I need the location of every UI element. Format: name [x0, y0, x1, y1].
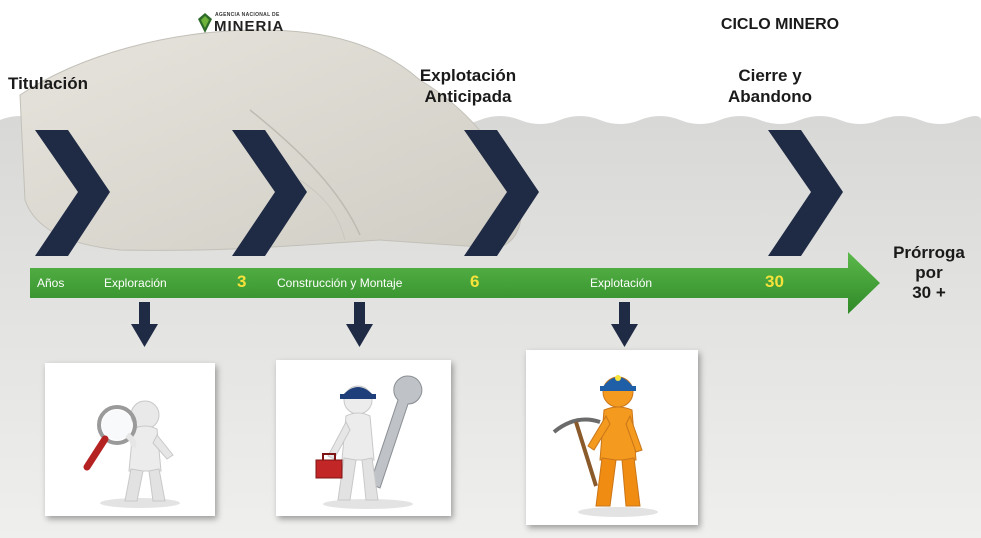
stage-cierre-abandono: Cierre y Abandono	[705, 65, 835, 107]
stage-explotacion-anticipada-line2: Anticipada	[424, 87, 512, 106]
timeline-year-3: 3	[237, 272, 247, 291]
chevron-1	[35, 130, 110, 256]
prorroga-label: Prórroga por 30 +	[884, 243, 974, 303]
stage-cierre-line2: Abandono	[727, 87, 813, 106]
stage-titulacion-label: Titulación	[8, 74, 88, 93]
prorroga-line1: Prórroga	[893, 243, 965, 262]
agency-logo: AGENCIA NACIONAL DE MINERIA	[198, 10, 298, 38]
timeline-year-30: 30	[765, 272, 784, 291]
timeline-label-exploracion: Exploración	[104, 276, 167, 290]
timeline-year-6: 6	[470, 272, 480, 291]
stage-explotacion-anticipada: Explotación Anticipada	[398, 65, 538, 107]
prorroga-line3: 30 +	[912, 283, 946, 302]
prorroga-line2: por	[915, 263, 943, 282]
down-arrow-3	[611, 302, 638, 347]
miner-pickaxe-icon	[552, 375, 658, 517]
timeline-label-construccion: Construcción y Montaje	[277, 276, 403, 290]
explotacion-image-card	[526, 350, 698, 525]
logo-small-text: AGENCIA NACIONAL DE	[215, 12, 280, 18]
wrench-worker-icon	[315, 375, 423, 509]
stage-titulacion: Titulación	[8, 73, 88, 94]
chevron-3	[464, 130, 539, 256]
logo-big-text: MINERIA	[214, 18, 285, 35]
timeline-label-explotacion: Explotación	[590, 276, 653, 290]
logo-emblem-icon	[198, 13, 212, 33]
timeline-arrow	[30, 252, 880, 314]
magnifier-figure-icon	[83, 400, 180, 508]
exploracion-image-card	[45, 363, 215, 516]
chevron-4	[768, 130, 843, 256]
stage-explotacion-anticipada-line1: Explotación	[419, 66, 517, 85]
diagram-title: CICLO MINERO	[720, 16, 840, 33]
down-arrow-1	[131, 302, 158, 347]
down-arrow-2	[346, 302, 373, 347]
timeline-label-anos: Años	[37, 276, 65, 290]
stage-cierre-line1: Cierre y	[738, 66, 802, 85]
construccion-image-card	[276, 360, 451, 516]
chevron-2	[232, 130, 307, 256]
